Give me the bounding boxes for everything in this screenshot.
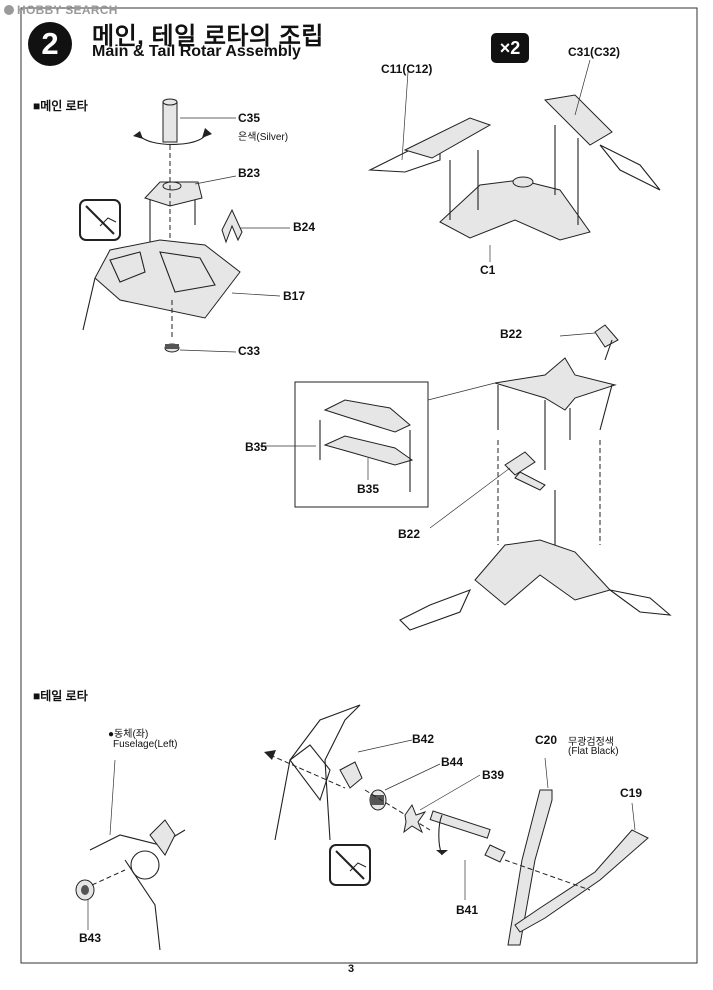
hobby-search-logo-icon <box>4 5 14 15</box>
b42-part <box>339 761 363 789</box>
part-label-b42: B42 <box>412 732 435 746</box>
c31-blade-grip <box>543 94 613 146</box>
b22-top-frame <box>494 357 617 411</box>
c20-blade <box>507 789 553 946</box>
part-note-c35: 은색(Silver) <box>238 132 289 143</box>
part-label-c11: C11(C12) <box>381 62 433 76</box>
b39-part <box>403 803 427 834</box>
watermark: HOBBY SEARCH <box>4 3 118 17</box>
part-label-b44: B44 <box>441 755 464 769</box>
fuselage-label-english: Fuselage(Left) <box>113 739 178 750</box>
page-frame <box>20 7 698 964</box>
fuselage-label-korean: ●동체(좌) <box>108 729 149 740</box>
part-label-c35: C35 <box>238 111 261 125</box>
lower-hub <box>474 539 611 606</box>
c11-blade-grip <box>403 117 492 159</box>
part-label-b24: B24 <box>293 220 316 234</box>
quantity-multiplier-badge: ×2 <box>491 33 529 63</box>
part-label-b35-bottom: B35 <box>357 482 380 496</box>
b23-part <box>144 181 203 207</box>
watermark-text: HOBBY SEARCH <box>17 3 118 17</box>
part-label-b17: B17 <box>283 289 306 303</box>
b24-part <box>221 208 243 244</box>
part-label-b23: B23 <box>238 166 261 180</box>
part-label-c20: C20 <box>535 733 558 747</box>
page-number: 3 <box>348 963 355 975</box>
part-label-b43: B43 <box>79 931 102 945</box>
part-label-c33: C33 <box>238 344 261 358</box>
main-rotor-hub-drawing <box>82 98 290 353</box>
rotor-head-top-drawing <box>367 59 661 262</box>
c1-hub <box>439 179 591 241</box>
cement-caution-icon-main <box>79 199 121 241</box>
cement-caution-icon-tail <box>329 844 371 886</box>
swashplate-assembly-drawing <box>260 324 672 631</box>
part-label-b41: B41 <box>456 903 479 917</box>
section-tail-rotor: ■테일 로타 <box>33 689 88 703</box>
part-label-b39: B39 <box>482 768 505 782</box>
part-label-b22-top: B22 <box>500 327 523 341</box>
part-label-c31: C31(C32) <box>568 45 621 59</box>
b35-part <box>323 399 411 433</box>
c35-shaft <box>162 101 178 143</box>
step-title-korean: 메인, 테일 로타의 조립 <box>92 23 324 50</box>
c19-blade <box>514 829 649 933</box>
part-note-c20-english: (Flat Black) <box>568 746 619 757</box>
part-label-b22-bottom: B22 <box>398 527 421 541</box>
part-label-b35-left: B35 <box>245 440 268 454</box>
b41-part <box>429 810 491 839</box>
part-label-c1: C1 <box>480 263 496 277</box>
step-number-badge: 2 <box>28 22 72 66</box>
section-main-rotor: ■메인 로타 <box>33 99 88 113</box>
b17-part <box>94 239 241 319</box>
part-note-c20-korean: 무광검정색 <box>568 737 614 748</box>
step-title-english: Main & Tail Rotar Assembly <box>92 43 301 60</box>
part-label-c19: C19 <box>620 786 643 800</box>
tail-rotor-drawing <box>75 704 649 951</box>
